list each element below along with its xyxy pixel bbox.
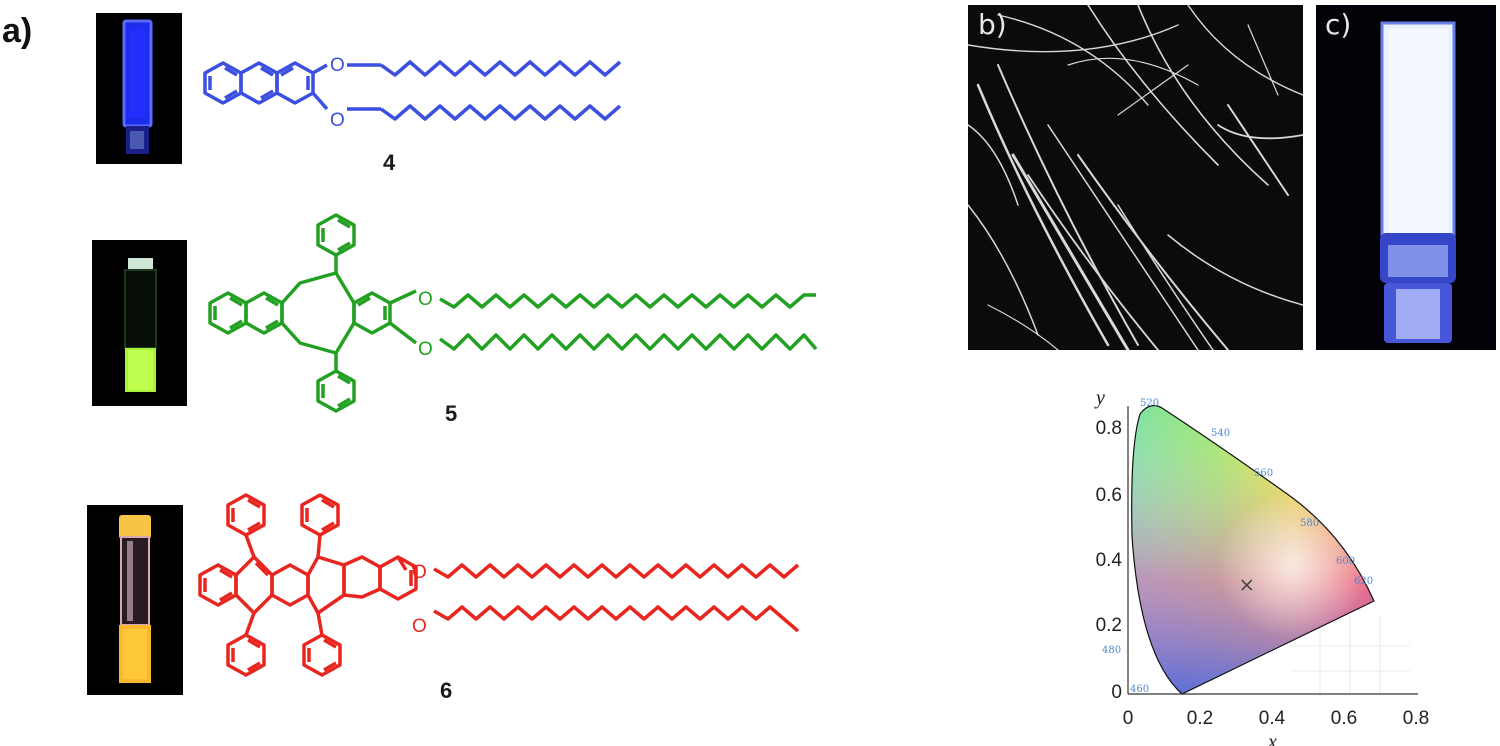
oxygen-label: O: [412, 562, 427, 583]
y-tick-label: 0.6: [1096, 485, 1122, 506]
vial-photo-4: [96, 13, 182, 164]
wavelength-label: 600: [1336, 556, 1355, 567]
panel-label-a: a): [2, 12, 33, 50]
oxygen-label: O: [418, 289, 433, 310]
compound-number-6: 6: [440, 678, 453, 703]
y-axis-label: y: [1094, 387, 1105, 409]
vial-photo-6: [87, 505, 183, 695]
x-tick-label: 0.2: [1187, 708, 1213, 729]
wavelength-label: 460: [1130, 684, 1149, 695]
panel-label-c: c): [1325, 8, 1352, 41]
x-tick-label: 0.8: [1403, 708, 1429, 729]
x-tick-label: 0.4: [1259, 708, 1286, 729]
x-axis-label: x: [1267, 731, 1277, 746]
panel-label-b: b): [978, 8, 1007, 41]
structure-5: O O: [208, 213, 818, 413]
wavelength-label: 620: [1354, 576, 1373, 587]
y-tick-label: 0.8: [1096, 418, 1122, 439]
structure-4: O O: [203, 55, 622, 131]
oxygen-label: O: [412, 616, 427, 637]
cie-points: [1241, 579, 1253, 591]
oxygen-label: O: [330, 55, 345, 76]
wavelength-label: 580: [1300, 518, 1319, 529]
cie-diagram: 0 0.2 0.4 0.6 0.8 0 0.2 0.4 0.6 0.8 y x …: [1094, 387, 1429, 746]
y-tick-label: 0.4: [1096, 550, 1123, 571]
wavelength-label: 540: [1211, 428, 1230, 439]
structure-6: O O: [198, 493, 800, 677]
y-tick-label: 0.2: [1096, 615, 1122, 636]
oxygen-label: O: [330, 110, 345, 131]
cuvette-photo: [1316, 5, 1496, 350]
x-tick-label: 0.6: [1331, 708, 1357, 729]
compound-number-5: 5: [445, 401, 458, 426]
oxygen-label: O: [418, 339, 433, 360]
vial-photo-5: [92, 240, 187, 406]
wavelength-label: 520: [1140, 398, 1159, 409]
cie-point-marker: [1241, 579, 1253, 591]
y-tick-label: 0: [1111, 682, 1122, 703]
x-tick-label: 0: [1123, 708, 1134, 729]
compound-number-4: 4: [383, 150, 396, 175]
fiber-micrograph: [968, 5, 1303, 350]
wavelength-label: 560: [1254, 468, 1273, 479]
wavelength-label: 480: [1102, 645, 1121, 656]
